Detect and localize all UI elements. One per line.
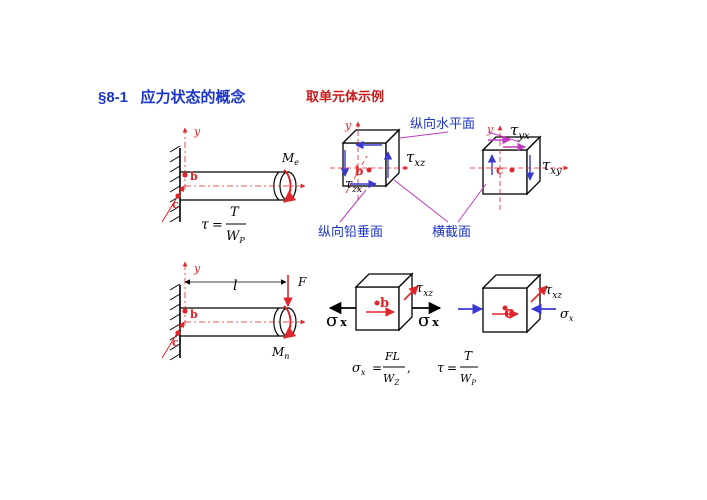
label-tau-yx: τyx	[510, 121, 530, 142]
svg-text:=: =	[372, 361, 382, 375]
label-y-axis-2: y	[344, 119, 352, 132]
svg-text:σx: σx	[352, 361, 366, 377]
label-tau-zx: τzx	[345, 177, 362, 195]
label-tau-xz-3: τxz	[545, 283, 562, 301]
svg-text:FL: FL	[384, 350, 400, 363]
label-y-axis-1: y	[193, 125, 201, 138]
label-length-l: l	[233, 278, 237, 294]
label-Mn: Mn	[271, 345, 289, 361]
section-title: §8-1 应力状态的概念	[98, 86, 246, 107]
svg-text:WP: WP	[226, 229, 245, 245]
label-point-c-2: c	[496, 163, 503, 177]
element-b-torsion: y b τxz τzx	[330, 119, 426, 200]
label-vertical-plane: 纵向铅垂面	[318, 224, 383, 240]
element-c-torsion: y c τyx τxy	[470, 121, 569, 210]
label-tau-xy: τxy	[542, 156, 562, 177]
shaft-torsion: y b c Me τ = T WP	[161, 125, 306, 245]
label-sigma-x-c: σx	[560, 307, 574, 323]
svg-text:WP: WP	[460, 372, 476, 387]
formula-tau-torsion: τ = T WP	[201, 205, 246, 245]
label-force-F: F	[297, 275, 307, 289]
label-point-c-4: c	[504, 303, 514, 323]
section-heading: 应力状态的概念	[140, 89, 246, 106]
label-y-axis-4: y	[193, 262, 201, 275]
element-c-combined: c τxz σx	[458, 273, 574, 334]
svg-text:,: ,	[407, 361, 411, 375]
label-tau-xz-1: τxz	[406, 148, 426, 169]
label-point-b-3: b	[190, 308, 198, 321]
label-point-c-1: c	[172, 198, 179, 211]
section-subtitle: 取单元体示例	[306, 89, 385, 104]
svg-text:=: =	[447, 361, 457, 375]
label-point-c-3: c	[172, 336, 179, 349]
label-point-b-4: b	[380, 296, 389, 311]
label-tau-xz-2: τxz	[416, 281, 433, 299]
plane-callouts: 纵向水平面 纵向铅垂面 横截面	[318, 116, 521, 240]
label-horizontal-plane: 纵向水平面	[410, 116, 475, 132]
label-Me: Me	[281, 151, 299, 167]
svg-text:T: T	[464, 349, 473, 363]
svg-text:=: =	[212, 218, 223, 233]
svg-text:τ: τ	[437, 361, 445, 376]
label-point-b-1: b	[190, 170, 198, 183]
formula-sigma-bending: σx = FL WZ ,	[352, 350, 411, 387]
svg-text:τ: τ	[201, 217, 209, 233]
label-point-b-2: b	[355, 164, 363, 178]
section-number: §8-1	[98, 89, 129, 106]
label-y-axis-3: y	[486, 123, 494, 136]
formula-tau-combined: τ = T WP	[437, 349, 478, 387]
svg-text:T: T	[230, 205, 240, 220]
label-cross-section: 横截面	[432, 225, 471, 240]
svg-text:WZ: WZ	[383, 372, 399, 387]
cantilever-bending: y b c l F Mn	[161, 261, 307, 361]
